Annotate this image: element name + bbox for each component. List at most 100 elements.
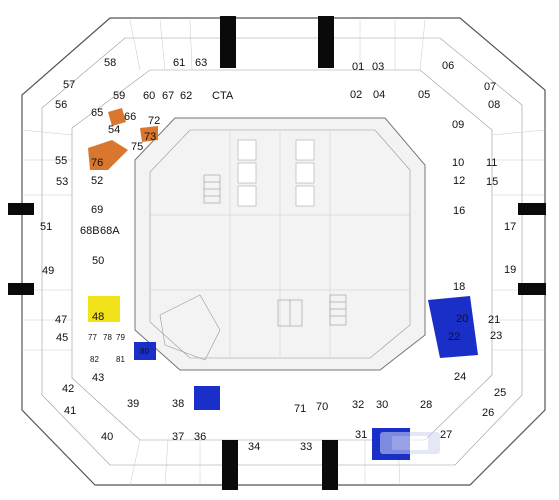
room-label: 60	[143, 90, 155, 102]
room-label: 02	[350, 89, 362, 101]
room-38-highlight	[194, 386, 220, 410]
room-label: 10	[452, 157, 464, 169]
room-label: 16	[453, 205, 465, 217]
elevator-icon	[237, 139, 257, 161]
room-label: 43	[92, 372, 104, 384]
room-label: 73	[144, 131, 156, 143]
core-inner	[149, 129, 411, 359]
elevator-bank-left	[237, 139, 257, 207]
toilet-icon	[277, 299, 303, 327]
elevator-bank-right	[295, 139, 315, 207]
room-label: 71	[294, 403, 306, 415]
room-label: 53	[56, 176, 68, 188]
room-label: 09	[452, 119, 464, 131]
room-label: 33	[300, 441, 312, 453]
elevator-icon	[295, 162, 315, 184]
room-label: 06	[442, 60, 454, 72]
room-label: 08	[488, 99, 500, 111]
room-label: 49	[42, 265, 54, 277]
room-label: 61	[173, 57, 185, 69]
room-label: 55	[55, 155, 67, 167]
room-label: 50	[92, 255, 104, 267]
room-label: 38	[172, 398, 184, 410]
room-label: 20	[456, 313, 468, 325]
room-label: 75	[131, 141, 143, 153]
watermark-logo	[380, 432, 440, 454]
room-label: 28	[420, 399, 432, 411]
room-label: 01	[352, 61, 364, 73]
elevator-icon	[295, 185, 315, 207]
room-label: 11	[486, 157, 497, 169]
room-label: 52	[91, 175, 103, 187]
room-label: 48	[92, 311, 104, 323]
room-label: 05	[418, 89, 430, 101]
room-label: 58	[104, 57, 116, 69]
room-label: 42	[62, 383, 74, 395]
room-label: 62	[180, 90, 192, 102]
room-48-highlight	[88, 296, 120, 322]
room-73-highlight	[140, 126, 158, 142]
room-label: 54	[108, 124, 120, 136]
room-label: 81	[116, 355, 125, 364]
room-label: 31	[355, 429, 367, 441]
room-label: 47	[55, 314, 67, 326]
structural-masses	[8, 16, 546, 490]
room-label: 57	[63, 79, 75, 91]
room-label: CTA	[212, 90, 234, 102]
room-label: 22	[448, 331, 460, 343]
room-label: 51	[40, 221, 52, 233]
office-partitions	[21, 19, 546, 486]
room-66-highlight	[108, 108, 126, 126]
room-label: 59	[113, 90, 125, 102]
room-label: 80	[140, 347, 149, 356]
room-80-highlight	[134, 342, 156, 360]
stair-icon	[329, 294, 347, 326]
elevator-icon	[295, 139, 315, 161]
room-label: 15	[486, 176, 498, 188]
room-label: 76	[91, 157, 103, 169]
room-76-highlight	[88, 140, 128, 170]
room-label: 77	[88, 333, 97, 342]
room-label: 23	[490, 330, 502, 342]
room-label: 32	[352, 399, 364, 411]
room-label: 30	[376, 399, 388, 411]
elevator-icon	[237, 185, 257, 207]
room-label: 25	[494, 387, 506, 399]
room-label: 72	[148, 115, 160, 127]
room-label: 37	[172, 431, 184, 443]
room-label: 40	[101, 431, 113, 443]
room-label: 45	[56, 332, 68, 344]
room-label: 03	[372, 61, 384, 73]
room-label: 39	[127, 398, 139, 410]
room-label: 07	[484, 81, 496, 93]
room-label: 67	[162, 90, 174, 102]
room-label: 04	[373, 89, 385, 101]
stair-icon	[203, 174, 221, 204]
room-label: 78	[103, 333, 112, 342]
room-label: 17	[504, 221, 516, 233]
room-label: 18	[453, 281, 465, 293]
room-label: 65	[91, 107, 103, 119]
room-label: 24	[454, 371, 466, 383]
auditorium-shape	[159, 294, 221, 361]
perimeter-office-ring-inner	[41, 37, 523, 466]
room-20-highlight	[428, 296, 478, 358]
room-label: 26	[482, 407, 494, 419]
room-label: 79	[116, 333, 125, 342]
room-label: 70	[316, 401, 328, 413]
room-label: 63	[195, 57, 207, 69]
elevator-icon	[237, 162, 257, 184]
room-labels: 58 61 63 01 03 06 57 07 59 60 67 62 CTA …	[40, 57, 516, 453]
room-label: 27	[440, 429, 452, 441]
room-label: 68A	[100, 225, 120, 237]
room-label: 68B	[80, 225, 100, 237]
room-label: 12	[453, 175, 465, 187]
room-label: 82	[90, 355, 99, 364]
room-label: 34	[248, 441, 260, 453]
room-label: 36	[194, 431, 206, 443]
room-label: 56	[55, 99, 67, 111]
building-outline	[21, 17, 546, 486]
room-label: 41	[64, 405, 76, 417]
room-label: 69	[91, 204, 103, 216]
